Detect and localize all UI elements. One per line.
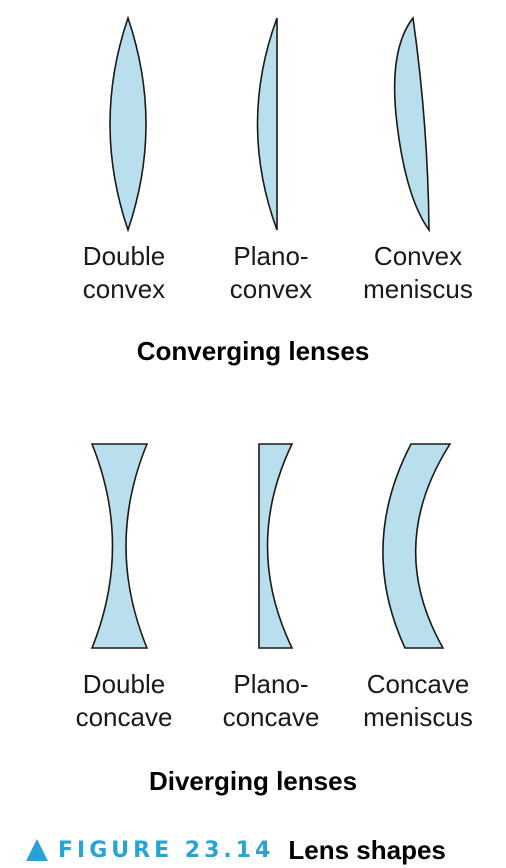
figure-number: FIGURE 23.14	[58, 837, 275, 863]
triangle-up-icon	[26, 839, 48, 861]
double-convex-lens	[109, 15, 147, 233]
lens-label-convex-meniscus: Convex meniscus	[348, 240, 488, 306]
lens-label-line2: meniscus	[363, 274, 473, 304]
diverging-lenses-title: Diverging lenses	[148, 766, 358, 796]
lens-label-plano-concave: Plano- concave	[201, 668, 341, 734]
lens-label-line1: Plano-	[233, 669, 309, 699]
convex-meniscus-lens	[393, 16, 430, 233]
lens-label-line1: Plano-	[233, 241, 309, 271]
lens-label-line2: meniscus	[363, 702, 473, 732]
lens-label-line2: convex	[229, 274, 313, 304]
lens-label-line2: concave	[75, 702, 173, 732]
lens-label-plano-convex: Plano- convex	[201, 240, 341, 306]
plano-convex-lens	[256, 17, 278, 231]
lens-label-line1: Concave	[366, 669, 470, 699]
plano-concave-lens	[258, 443, 294, 649]
converging-lenses-title: Converging lenses	[136, 336, 370, 366]
lens-label-double-convex: Double convex	[54, 240, 194, 306]
lens-label-line2: concave	[222, 702, 320, 732]
figure-caption: FIGURE 23.14 Lens shapes	[26, 832, 446, 868]
lens-label-double-concave: Double concave	[54, 668, 194, 734]
concave-meniscus-lens	[382, 443, 452, 649]
double-concave-lens	[90, 443, 149, 649]
lens-label-line1: Double	[82, 669, 166, 699]
lens-label-line1: Convex	[373, 241, 463, 271]
lens-label-concave-meniscus: Concave meniscus	[348, 668, 488, 734]
lens-label-line2: convex	[82, 274, 166, 304]
figure-title: Lens shapes	[288, 834, 446, 865]
lens-label-line1: Double	[82, 241, 166, 271]
